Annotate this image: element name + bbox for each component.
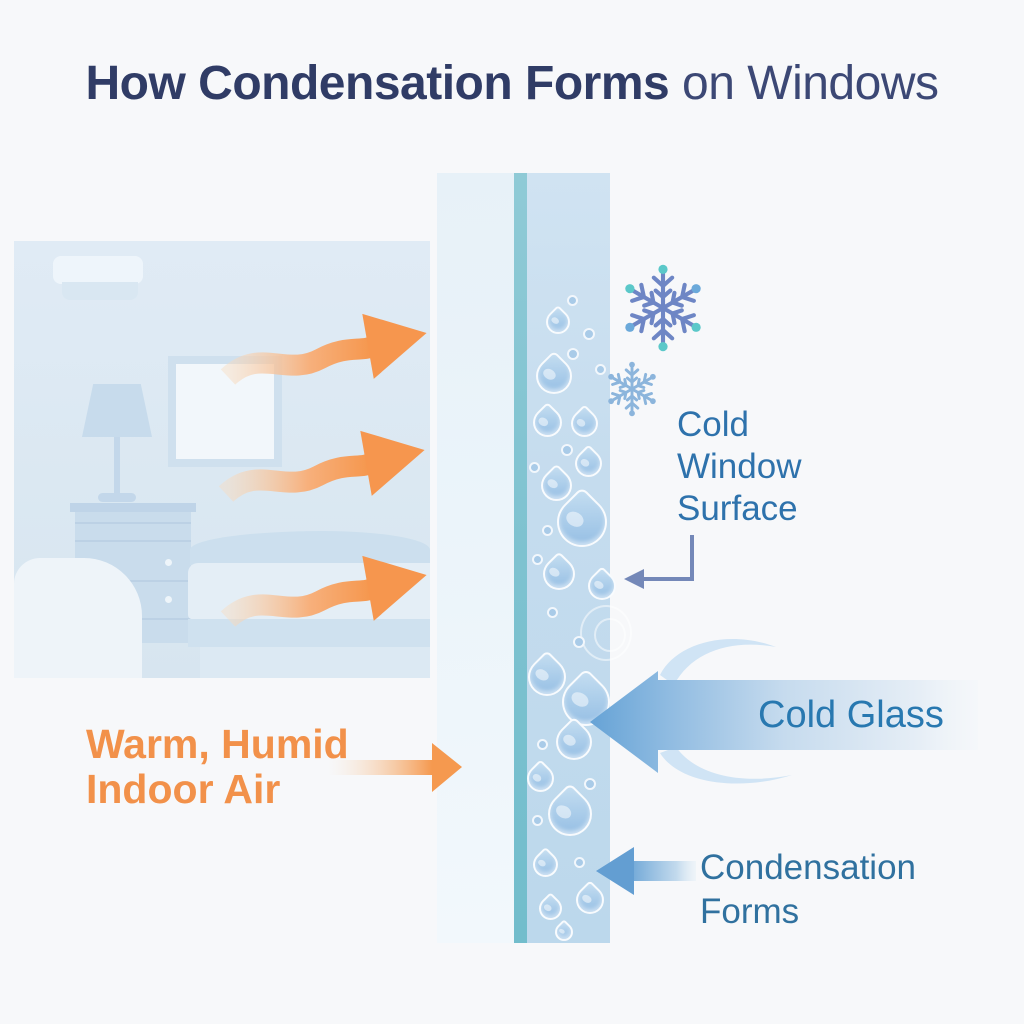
page-title: How Condensation Forms on Windows bbox=[0, 56, 1024, 111]
nightstand-top bbox=[70, 503, 196, 512]
bed-blanket bbox=[188, 619, 430, 647]
drawer-divider bbox=[75, 540, 191, 542]
bed-base bbox=[200, 647, 430, 678]
sofa bbox=[14, 558, 142, 678]
warm-air-arrow-icon bbox=[220, 555, 427, 628]
warm-air-arrow-icon bbox=[220, 313, 427, 386]
condensation-forms-label: Condensation Forms bbox=[700, 848, 916, 931]
cold-glass-arrow-icon bbox=[590, 639, 978, 784]
air-conditioner-icon bbox=[53, 256, 143, 284]
bed-headboard bbox=[190, 531, 430, 565]
window-inner-pane bbox=[437, 173, 514, 943]
warm-air-straight-arrow-icon bbox=[328, 743, 462, 792]
snowflake-icon bbox=[617, 264, 709, 352]
lamp-base bbox=[98, 493, 136, 502]
air-conditioner-vent bbox=[62, 282, 138, 300]
drawer-divider bbox=[75, 580, 191, 582]
drawer-knob bbox=[165, 559, 172, 566]
cold-window-surface-label: Cold Window Surface bbox=[677, 405, 802, 528]
cold-glass-label: Cold Glass bbox=[758, 694, 944, 736]
condensation-arrow-icon bbox=[596, 847, 696, 895]
picture-frame bbox=[168, 356, 282, 467]
window-cold-surface bbox=[527, 173, 610, 943]
warm-humid-indoor-air-label: Warm, Humid Indoor Air bbox=[86, 721, 349, 812]
picture-frame-canvas bbox=[176, 364, 274, 459]
title-suffix: on Windows bbox=[669, 57, 939, 110]
label-pointer-icon bbox=[624, 535, 694, 589]
drawer-divider bbox=[75, 522, 191, 524]
lamp-stem bbox=[114, 437, 120, 495]
snowflake-icon bbox=[607, 361, 657, 417]
lamp-shade bbox=[82, 384, 152, 437]
title-emphasis: How Condensation Forms bbox=[85, 57, 670, 110]
drawer-knob bbox=[165, 596, 172, 603]
warm-air-arrow-icon bbox=[218, 430, 425, 503]
window-glass-layer bbox=[514, 173, 527, 943]
